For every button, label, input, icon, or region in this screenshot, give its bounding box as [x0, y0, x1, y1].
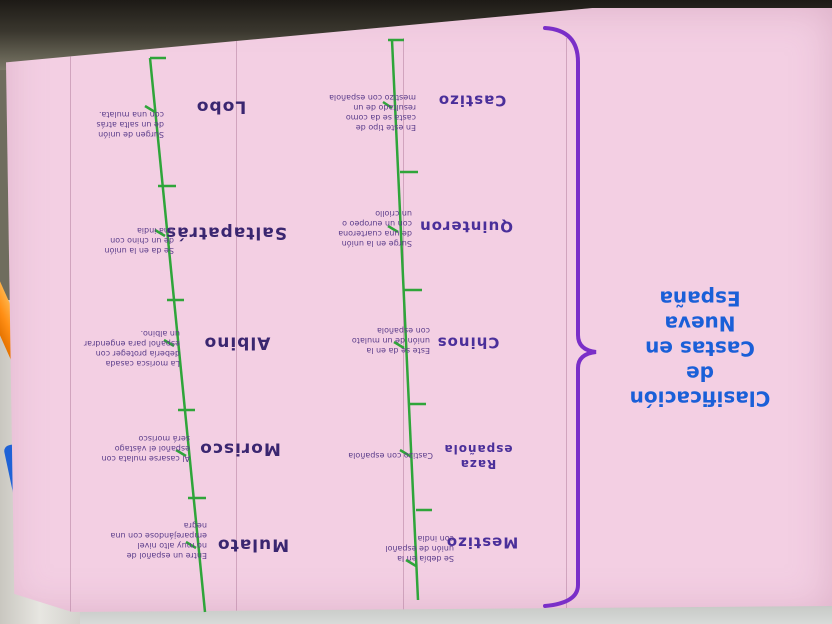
- paper-crease: [70, 38, 71, 612]
- casta-desc-chinos: Este se da en la unión de un mulato con …: [351, 326, 430, 355]
- paper-crease: [236, 38, 237, 612]
- casta-desc-mestizo: Se debía en la unión de español con indi…: [385, 534, 454, 563]
- casta-desc-raza-espanola: Castizo con española: [348, 451, 433, 460]
- main-brace: [543, 26, 597, 608]
- column-p-brackets: [144, 56, 206, 550]
- paper-crease: [566, 38, 567, 612]
- casta-desc-albino: La morisca casada debería proteger con e…: [83, 329, 180, 368]
- casta-name-lobo: Lobo: [195, 96, 247, 117]
- casta-name-raza-espanola: Raza española: [443, 442, 513, 471]
- casta-name-mestizo: Mestizo: [445, 533, 519, 552]
- paper-crease: [403, 38, 404, 612]
- casta-desc-mulato: Entre un español de no muy alto nivel em…: [110, 521, 207, 560]
- casta-name-mulato: Mulato: [216, 534, 290, 555]
- casta-name-quinteron: Quinteron: [419, 217, 513, 236]
- casta-desc-saltapatras: Se da en la unión de un chino con una in…: [104, 226, 174, 255]
- casta-name-castizo: Castizo: [437, 91, 507, 110]
- column-p-line: [148, 57, 207, 613]
- casta-desc-quinteron: Surge en la unión de una cuarterona con …: [338, 209, 412, 248]
- poster-title: Clasificación de Castas en Nueva España: [629, 286, 771, 411]
- casta-desc-lobo: Surgen de unión de un salta atrás con un…: [96, 110, 165, 139]
- casta-name-chinos: Chinos: [436, 333, 500, 352]
- casta-desc-morisco: Al casarse mulata con español el vástago…: [101, 434, 190, 463]
- column-b-brackets: [382, 38, 432, 568]
- casta-desc-castizo: En este tipo de casta se da como resulta…: [329, 93, 416, 132]
- pink-poster: [6, 8, 832, 612]
- casta-name-saltapatras: Saltapatrás: [165, 222, 287, 243]
- column-b-line: [390, 39, 420, 601]
- casta-name-morisco: Morisco: [199, 438, 281, 459]
- casta-name-albino: Albino: [203, 332, 271, 353]
